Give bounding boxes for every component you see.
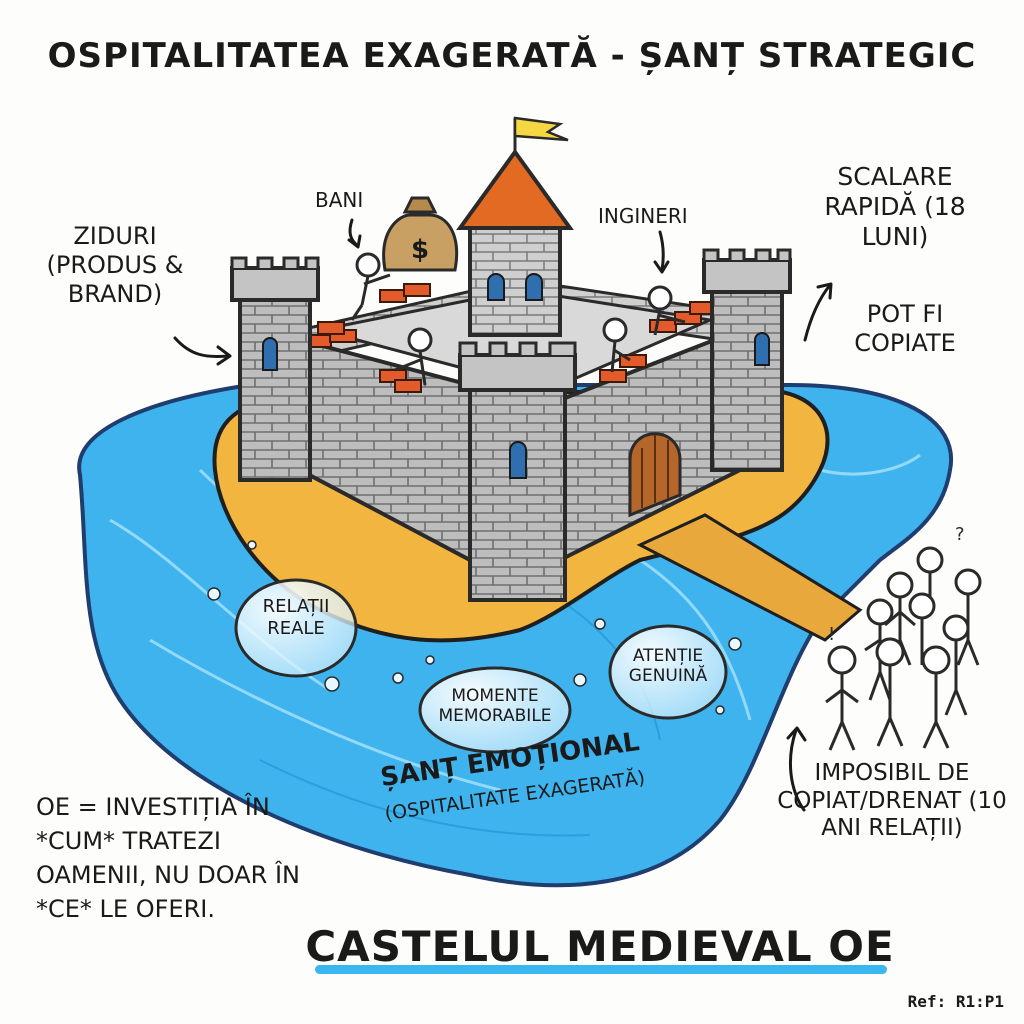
oe-definition-note: OE = INVESTIȚIA ÎN *CUM* TRATEZI OAMENII… bbox=[36, 793, 300, 924]
tower-back-right bbox=[702, 248, 792, 472]
crowd bbox=[825, 546, 982, 751]
reference-tag: Ref: R1:P1 bbox=[907, 992, 1004, 1011]
tower-roof bbox=[456, 148, 574, 230]
flag-icon bbox=[513, 116, 569, 142]
label-imposibil: IMPOSIBIL DE COPIAT/DRENAT (10 ANI RELAȚ… bbox=[777, 760, 1007, 842]
svg-text:?: ? bbox=[955, 524, 965, 545]
bubble-relatii-shape bbox=[234, 578, 358, 678]
bubble-relatii-text: RELAȚII REALE bbox=[262, 596, 330, 639]
label-copiate: POT FI COPIATE bbox=[854, 300, 956, 357]
page-title: OSPITALITATEA EXAGERATĂ - ȘANȚ STRATEGIC bbox=[47, 36, 977, 76]
bubble-atentie-shape bbox=[608, 624, 728, 720]
caption-underline bbox=[315, 965, 887, 974]
money-bag-symbol: $ bbox=[411, 235, 429, 265]
tower-front bbox=[458, 341, 577, 602]
label-scalare: SCALARE RAPIDĂ (18 LUNI) bbox=[824, 162, 966, 251]
bridge bbox=[636, 513, 863, 642]
label-bani: BANI bbox=[315, 188, 364, 212]
svg-text:!: ! bbox=[828, 624, 835, 645]
money-bag-icon: $ bbox=[382, 196, 458, 272]
label-ziduri: ZIDURI (PRODUS & BRAND) bbox=[46, 222, 184, 308]
bubble-momente-text: MOMENTE MEMORABILE bbox=[438, 686, 552, 727]
bubble-atentie-text: ATENȚIE GENUINĂ bbox=[628, 646, 708, 687]
caption-title: CASTELUL MEDIEVAL OE bbox=[305, 922, 895, 971]
tower-back-left bbox=[230, 256, 320, 482]
bubble-momente-shape bbox=[418, 666, 572, 754]
label-ingineri: INGINERI bbox=[598, 204, 688, 228]
